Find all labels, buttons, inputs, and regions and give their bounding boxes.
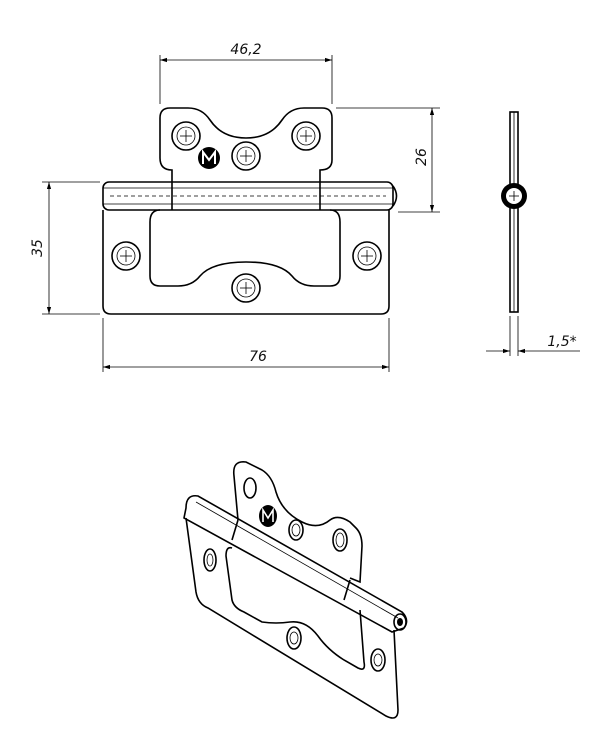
upper-leaf-outline bbox=[159, 107, 333, 182]
lower-leaf-outline bbox=[102, 210, 390, 315]
isometric-view bbox=[183, 460, 408, 719]
dimension-total-height: 35 bbox=[30, 181, 100, 315]
iso-lower-cutout bbox=[225, 546, 366, 670]
side-view bbox=[501, 111, 527, 313]
iso-lower-hole-center bbox=[286, 626, 302, 650]
iso-lower-hole-right bbox=[370, 648, 386, 672]
front-view bbox=[102, 107, 398, 315]
iso-lower-leaf bbox=[185, 517, 399, 719]
iso-barrel bbox=[183, 494, 408, 633]
iso-brand-logo-icon bbox=[259, 505, 277, 527]
screw-hole-upper-right bbox=[291, 121, 321, 151]
iso-lower-hole-left bbox=[203, 548, 217, 572]
dimension-label-total-height: 35 bbox=[30, 239, 46, 257]
dimension-leaf-height: 26 bbox=[336, 107, 440, 213]
iso-upper-leaf bbox=[232, 460, 363, 584]
screw-hole-lower-left bbox=[111, 241, 141, 271]
hinge-barrel bbox=[102, 181, 398, 211]
iso-screw-hole-3 bbox=[332, 528, 348, 552]
screw-hole-lower-right bbox=[352, 241, 382, 271]
lower-leaf-cutout bbox=[149, 209, 341, 287]
iso-screw-hole-2 bbox=[288, 519, 304, 541]
dimension-label-thickness: 1,5* bbox=[547, 334, 576, 350]
dimension-label-leaf-height: 26 bbox=[414, 148, 430, 166]
dimension-label-total-width: 76 bbox=[249, 349, 267, 365]
dimension-top-width: 46,2 bbox=[159, 42, 333, 104]
screw-hole-lower-center bbox=[231, 273, 261, 303]
dimension-total-width: 76 bbox=[102, 318, 390, 372]
screw-hole-upper-left bbox=[171, 121, 201, 151]
dimension-thickness: 1,5* bbox=[486, 316, 580, 356]
dimension-label-top-width: 46,2 bbox=[230, 42, 261, 58]
hinge-brand-logo-icon bbox=[198, 147, 220, 169]
iso-screw-hole-1 bbox=[243, 477, 257, 499]
screw-hole-upper-center bbox=[231, 141, 261, 171]
